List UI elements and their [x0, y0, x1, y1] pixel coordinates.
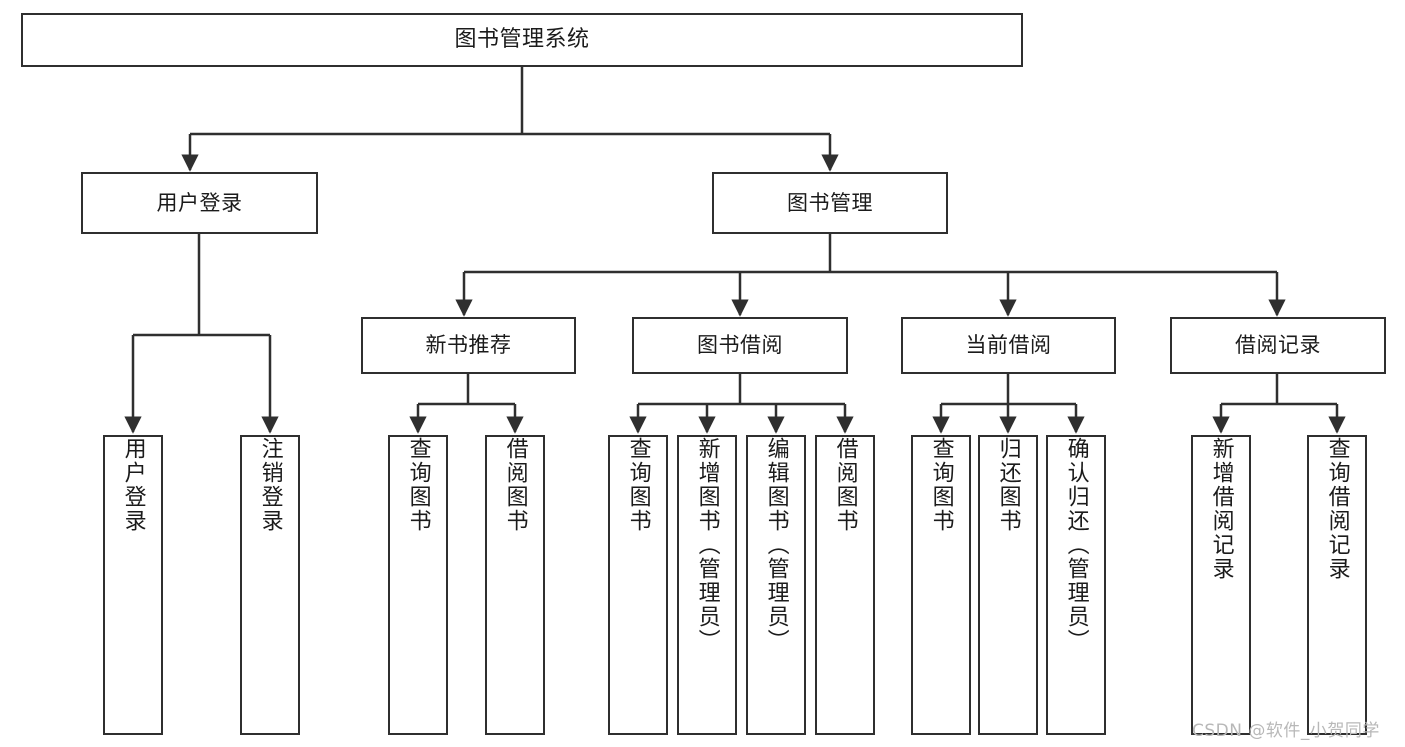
node-leaf-edit-book[interactable]: 编辑图书（管理员） — [746, 435, 806, 735]
node-leaf-query-book-2[interactable]: 查询图书 — [608, 435, 668, 735]
node-label: 确认归还（管理员） — [1063, 437, 1089, 653]
node-leaf-confirm-return[interactable]: 确认归还（管理员） — [1046, 435, 1106, 735]
node-label: 查询图书 — [928, 437, 954, 533]
node-label: 当前借阅 — [965, 333, 1052, 358]
node-leaf-borrow-book-2[interactable]: 借阅图书 — [815, 435, 875, 735]
node-label: 借阅图书 — [832, 437, 858, 533]
node-leaf-user-login[interactable]: 用户登录 — [103, 435, 163, 735]
node-leaf-return-book[interactable]: 归还图书 — [978, 435, 1038, 735]
node-label: 注销登录 — [257, 437, 283, 533]
node-label: 新增借阅记录 — [1208, 437, 1234, 581]
node-label: 编辑图书（管理员） — [763, 437, 789, 653]
node-label: 新书推荐 — [425, 333, 512, 358]
node-label: 图书管理 — [787, 190, 873, 215]
node-leaf-add-record[interactable]: 新增借阅记录 — [1191, 435, 1251, 735]
node-label: 图书管理系统 — [454, 27, 590, 53]
node-label: 查询图书 — [405, 437, 431, 533]
node-root-book-management-system[interactable]: 图书管理系统 — [21, 13, 1023, 67]
node-leaf-add-book[interactable]: 新增图书（管理员） — [677, 435, 737, 735]
node-book-borrow[interactable]: 图书借阅 — [632, 317, 848, 374]
node-label: 查询借阅记录 — [1324, 437, 1350, 581]
node-label: 用户登录 — [120, 437, 146, 533]
node-leaf-logout-login[interactable]: 注销登录 — [240, 435, 300, 735]
node-label: 归还图书 — [995, 437, 1021, 533]
node-label: 图书借阅 — [697, 333, 783, 358]
node-label: 用户登录 — [156, 190, 243, 215]
node-leaf-borrow-book-1[interactable]: 借阅图书 — [485, 435, 545, 735]
node-current-borrow[interactable]: 当前借阅 — [901, 317, 1116, 374]
node-label: 借阅记录 — [1235, 333, 1321, 358]
node-user-login[interactable]: 用户登录 — [81, 172, 318, 234]
node-leaf-query-book-1[interactable]: 查询图书 — [388, 435, 448, 735]
node-borrow-record[interactable]: 借阅记录 — [1170, 317, 1386, 374]
node-label: 查询图书 — [625, 437, 651, 533]
node-label: 借阅图书 — [502, 437, 528, 533]
node-label: 新增图书（管理员） — [694, 437, 720, 653]
node-new-book-recommend[interactable]: 新书推荐 — [361, 317, 576, 374]
node-leaf-query-book-3[interactable]: 查询图书 — [911, 435, 971, 735]
node-book-manage[interactable]: 图书管理 — [712, 172, 948, 234]
node-leaf-query-record[interactable]: 查询借阅记录 — [1307, 435, 1367, 735]
